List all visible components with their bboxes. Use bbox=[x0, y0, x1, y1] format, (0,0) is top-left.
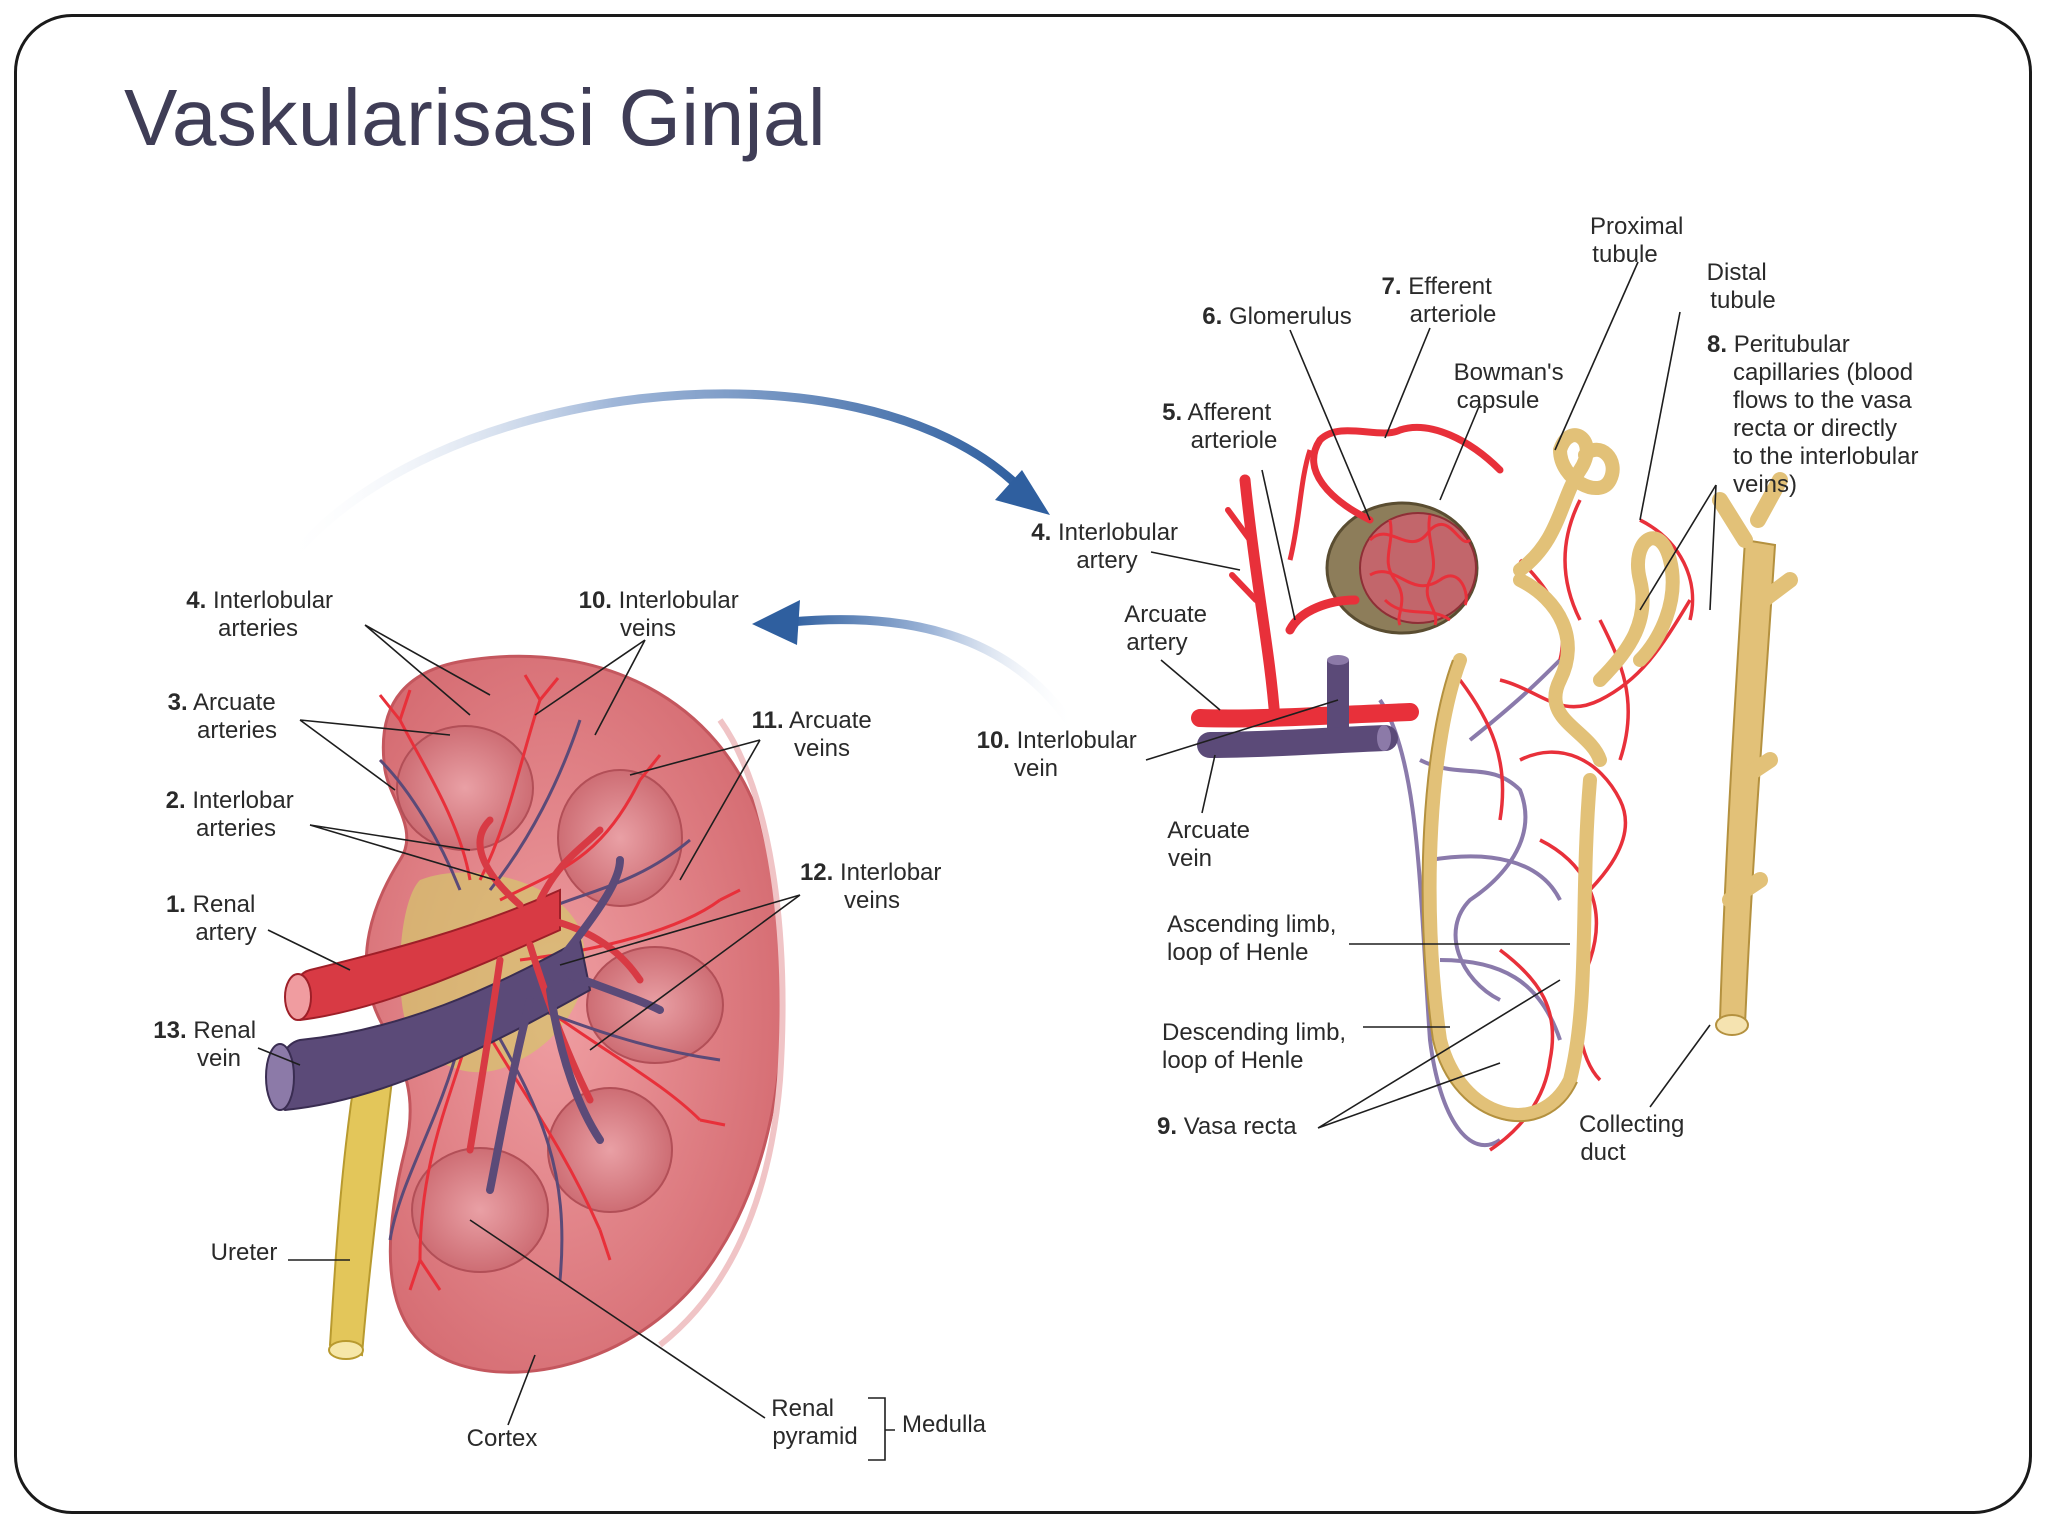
arcuate-artery-vessel bbox=[1191, 703, 1419, 728]
vasa-recta-venous bbox=[1378, 658, 1562, 1148]
label-renal-vein: 13. Renal vein bbox=[153, 1017, 262, 1072]
label-arcuate-artery: Arcuate artery bbox=[1124, 601, 1213, 656]
label-interlobular-artery: 4. Interlobular artery bbox=[1031, 519, 1184, 574]
ureter-opening bbox=[328, 1340, 364, 1360]
flow-arrow-from-nephron bbox=[752, 600, 1079, 733]
label-ureter: Ureter bbox=[211, 1239, 278, 1266]
label-glomerulus: 6. Glomerulus bbox=[1202, 303, 1351, 330]
label-collecting-duct: Collecting duct bbox=[1579, 1111, 1691, 1166]
nephron-tubule-outline bbox=[1421, 659, 1578, 1123]
label-vasa-recta: 9. Vasa recta bbox=[1157, 1113, 1297, 1140]
afferent-arteriole-vessel bbox=[1285, 595, 1360, 635]
label-afferent-arteriole: 5. Afferent arteriole bbox=[1162, 399, 1278, 454]
glomerulus-shape bbox=[1359, 512, 1477, 624]
renal-pyramid-shape bbox=[411, 1147, 549, 1273]
label-medulla: Medulla bbox=[902, 1411, 987, 1438]
nephron-labels: Proximal tubule Distal tubule 7. Efferen… bbox=[977, 213, 1925, 1166]
label-proximal-tubule: Proximal tubule bbox=[1590, 213, 1690, 268]
kidney-illustration bbox=[265, 654, 786, 1374]
renal-artery-opening bbox=[284, 973, 312, 1021]
renal-pyramid-shape bbox=[396, 725, 534, 851]
label-cortex: Cortex bbox=[467, 1425, 538, 1452]
label-efferent-arteriole: 7. Efferent arteriole bbox=[1382, 273, 1499, 328]
renal-pyramid-shape bbox=[557, 769, 683, 907]
label-peritubular-capillaries: 8. Peritubular capillaries (blood flows … bbox=[1707, 331, 1925, 498]
slide-title: Vaskularisasi Ginjal bbox=[124, 73, 827, 162]
label-bowmans-capsule: Bowman's capsule bbox=[1454, 359, 1571, 414]
label-arcuate-arteries: 3. Arcuate arteries bbox=[168, 689, 283, 744]
label-renal-pyramid: Renal pyramid bbox=[771, 1395, 857, 1450]
cortical-veins bbox=[378, 719, 721, 1281]
interlobar-veins-vessels bbox=[486, 856, 664, 1194]
arcuate-vein-vessel bbox=[1197, 725, 1398, 758]
leader-lines bbox=[257, 261, 1717, 1461]
label-ascending-limb: Ascending limb, loop of Henle bbox=[1167, 911, 1343, 966]
label-arcuate-vein: Arcuate vein bbox=[1167, 817, 1256, 872]
label-descending-limb: Descending limb, loop of Henle bbox=[1162, 1019, 1353, 1074]
kidney-labels: 4. Interlobular arteries 10. Interlobula… bbox=[153, 587, 986, 1452]
kidney-capsule-rim bbox=[658, 718, 786, 1348]
interlobular-artery-vessel bbox=[1239, 474, 1281, 726]
label-interlobular-veins: 10. Interlobular veins bbox=[579, 587, 746, 642]
efferent-arteriole-vessel bbox=[1310, 423, 1504, 524]
peritubular-capillary-network bbox=[1458, 499, 1695, 1152]
label-interlobular-arteries: 4. Interlobular arteries bbox=[186, 587, 339, 642]
label-distal-tubule: Distal tubule bbox=[1707, 259, 1776, 314]
nephron-illustration bbox=[1191, 423, 1798, 1152]
flow-arrow-to-nephron bbox=[278, 389, 1050, 573]
renal-vein-opening bbox=[265, 1043, 295, 1111]
glomerular-capillaries bbox=[1368, 514, 1472, 626]
renal-pyramid-shape bbox=[547, 1087, 673, 1213]
label-interlobular-vein: 10. Interlobular vein bbox=[977, 727, 1144, 782]
label-renal-artery: 1. Renal artery bbox=[166, 891, 262, 946]
label-arcuate-veins: 11. Arcuate veins bbox=[752, 707, 879, 762]
label-interlobar-veins: 12. Interlobar veins bbox=[800, 859, 948, 914]
nephron-tubules bbox=[1422, 428, 1680, 1122]
ureter-tube bbox=[328, 1068, 394, 1357]
label-interlobar-arteries: 2. Interlobar arteries bbox=[166, 787, 301, 842]
